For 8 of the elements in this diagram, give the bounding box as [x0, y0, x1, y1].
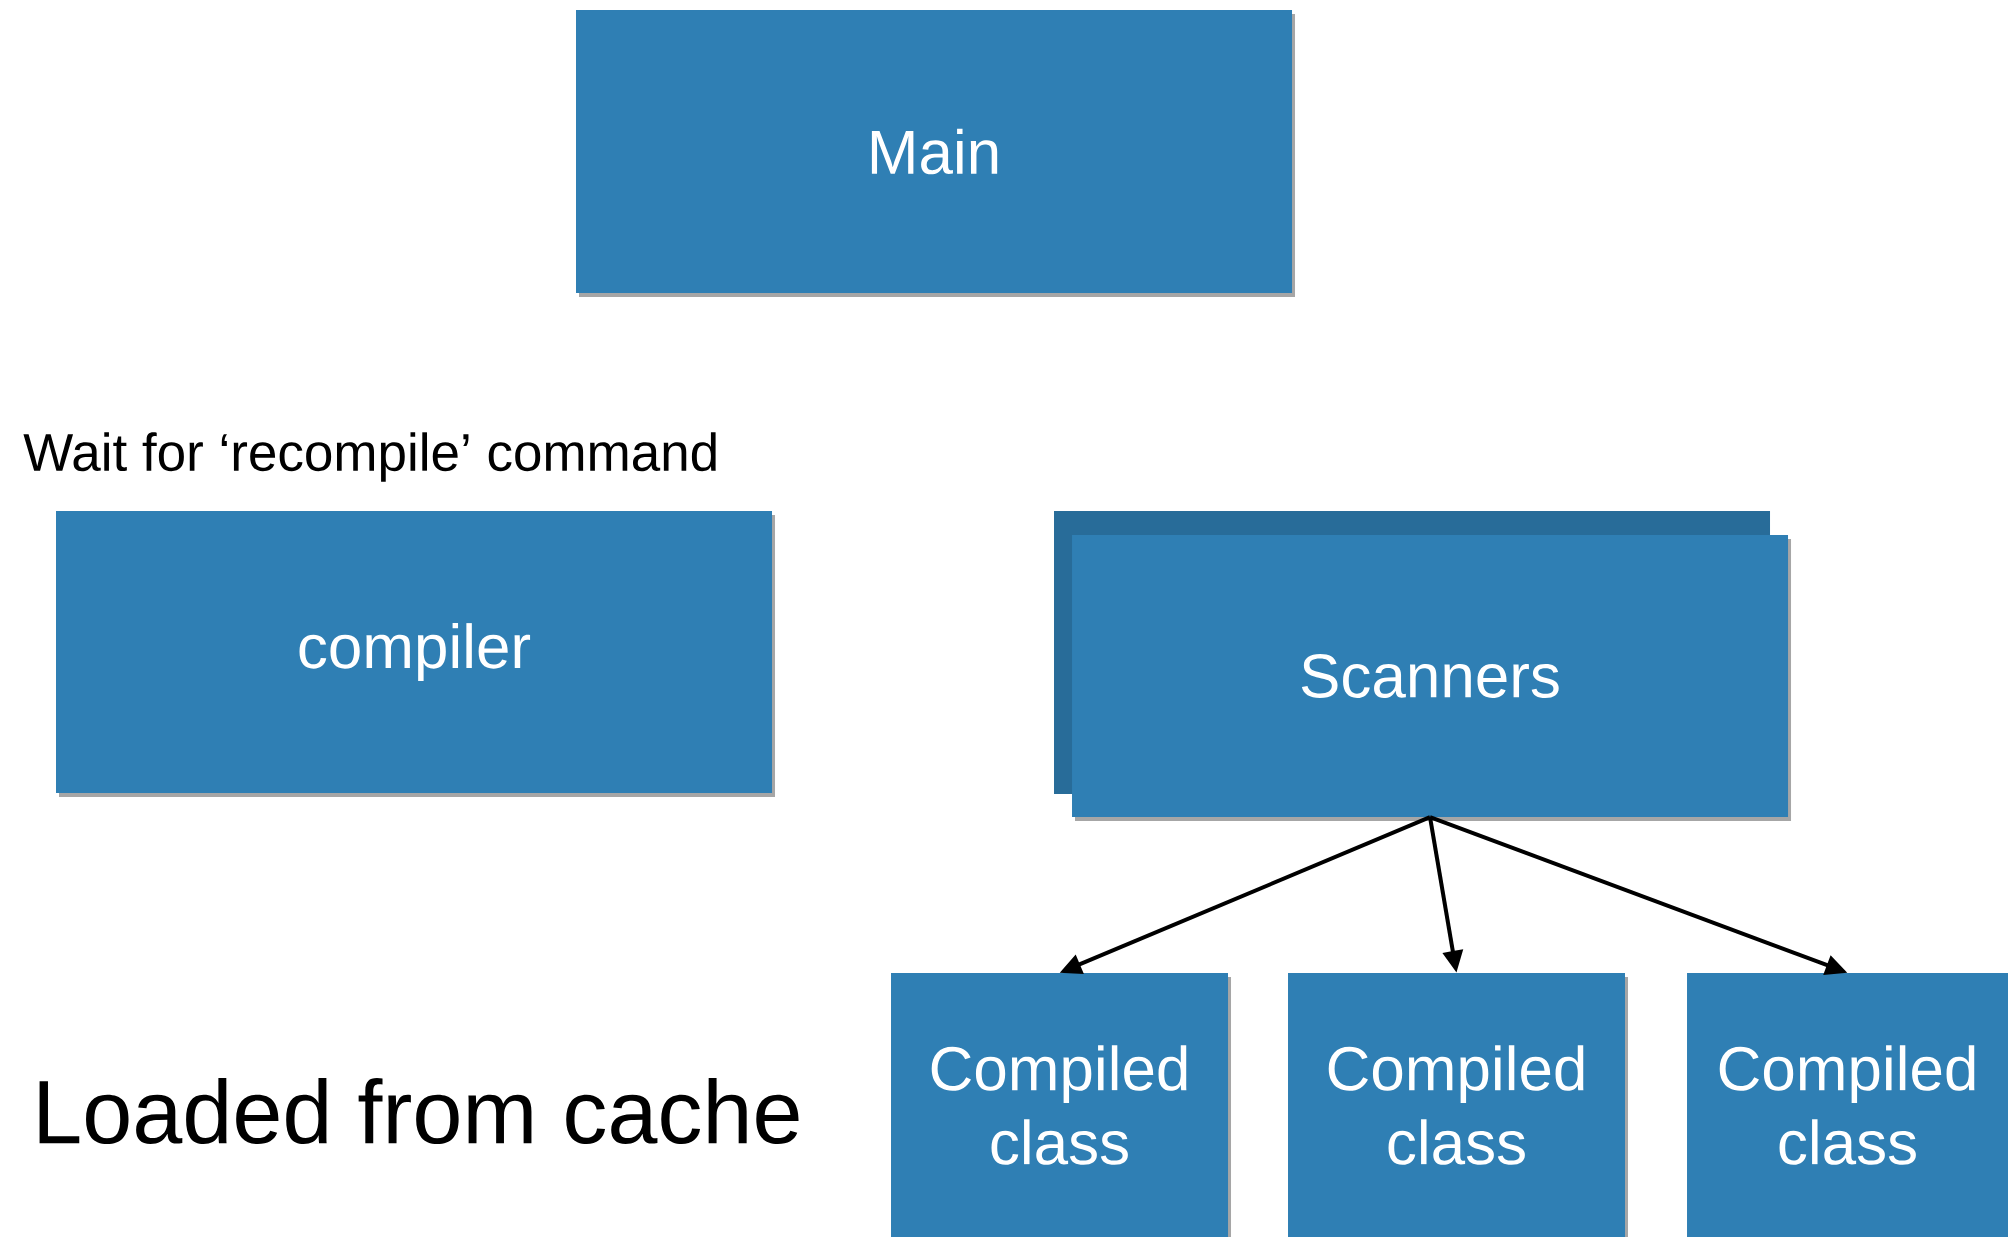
process-box: Compiled class: [1687, 973, 2008, 1237]
process-box: Main: [576, 10, 1295, 297]
process-box: Compiled class: [1288, 973, 1628, 1237]
process-box: compiler: [56, 511, 775, 797]
box-caption: Wait for ‘recompile’ command: [23, 432, 716, 482]
process-box: Compiled class: [891, 973, 1231, 1237]
process-box: Scanners: [1054, 511, 1791, 821]
note-text: Loaded from cache: [39, 1077, 799, 1145]
